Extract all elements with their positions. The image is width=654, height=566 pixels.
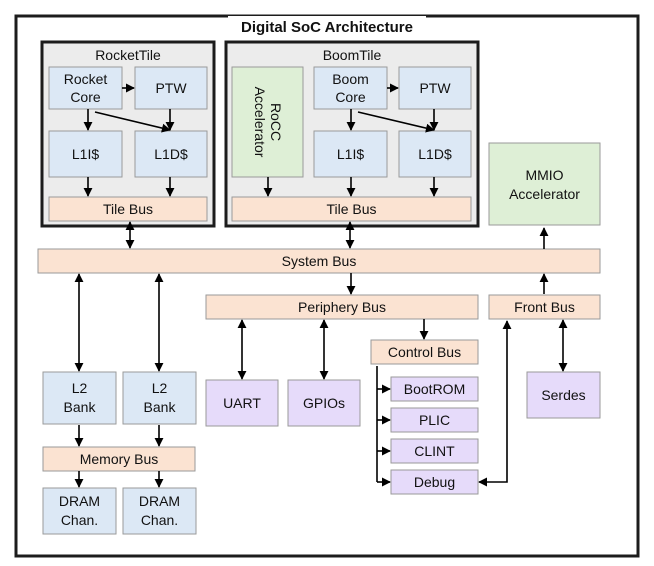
- l2-bank-1-label-line1: L2: [72, 380, 88, 396]
- plic-label: PLIC: [419, 412, 450, 428]
- mmio-label-line1: MMIO: [525, 167, 563, 183]
- control-bus-label: Control Bus: [388, 344, 461, 360]
- clint-label: CLINT: [414, 443, 455, 459]
- front-bus-label: Front Bus: [514, 299, 575, 315]
- rocket-ptw: [134, 66, 208, 110]
- plic: [390, 407, 479, 433]
- periphery-bus: [205, 294, 479, 320]
- mmio-label-line2: Accelerator: [509, 186, 580, 202]
- control-bus: [370, 339, 479, 365]
- gpios: [287, 379, 361, 427]
- periphery-bus-label: Periphery Bus: [298, 299, 386, 315]
- rocket-core-label-line2: Core: [70, 89, 101, 105]
- rocket-tile-label: RocketTile: [95, 47, 161, 63]
- memory-bus-label: Memory Bus: [80, 451, 159, 467]
- dram-2-label-line1: DRAM: [139, 493, 180, 509]
- boom-l1d-label: L1D$: [418, 146, 452, 162]
- serdes: [526, 371, 601, 419]
- arrow-rocket-core-to-l1d: [94, 111, 171, 133]
- boom-ptw: [398, 66, 472, 110]
- mmio-accelerator: [488, 142, 601, 226]
- debug-label: Debug: [414, 474, 455, 490]
- gpios-label: GPIOs: [303, 395, 345, 411]
- uart-label: UART: [223, 395, 261, 411]
- uart: [205, 379, 279, 427]
- debug: [390, 469, 479, 495]
- title-background: [228, 16, 426, 38]
- bootrom-label: BootROM: [404, 381, 465, 397]
- boom-tile-bus: [231, 196, 472, 222]
- rocc-label-line1: RoCC: [268, 103, 284, 141]
- front-bus: [488, 294, 601, 320]
- boom-tile-bus-label: Tile Bus: [326, 201, 376, 217]
- boom-core-label-line1: Boom: [332, 71, 369, 87]
- l2-bank-2-label-line1: L2: [152, 380, 168, 396]
- rocket-tile-bus-label: Tile Bus: [103, 201, 153, 217]
- rocc-label-line2: Accelerator: [252, 87, 268, 158]
- boom-core-label-line2: Core: [335, 89, 366, 105]
- dram-1-label-line1: DRAM: [59, 493, 100, 509]
- dram-1-label-line2: Chan.: [61, 512, 98, 528]
- rocket-l1d-cache: [134, 130, 208, 178]
- arrow-boom-core-to-l1d: [357, 111, 435, 133]
- serdes-label: Serdes: [541, 387, 585, 403]
- rocket-tile-bus: [48, 196, 208, 222]
- rocket-core-label-line1: Rocket: [64, 71, 108, 87]
- boom-l1d-cache: [398, 130, 472, 178]
- boom-ptw-label: PTW: [419, 80, 451, 96]
- bootrom: [390, 376, 479, 402]
- rocc-accelerator: [231, 66, 304, 178]
- system-bus: [37, 248, 601, 274]
- rocket-l1d-label: L1D$: [154, 146, 188, 162]
- dram-channel-1: [42, 487, 117, 535]
- boom-l1i-cache: [313, 130, 388, 178]
- l2-bank-2: [122, 371, 197, 425]
- l2-bank-2-label-line2: Bank: [144, 399, 177, 415]
- rocket-l1i-cache: [48, 130, 123, 178]
- arrow-debug-frontbus: [478, 320, 512, 487]
- rocket-l1i-label: L1I$: [72, 146, 99, 162]
- boom-l1i-label: L1I$: [337, 146, 364, 162]
- rocket-ptw-label: PTW: [155, 80, 187, 96]
- boom-tile-label: BoomTile: [323, 47, 382, 63]
- dram-channel-2: [122, 487, 197, 535]
- clint: [390, 438, 479, 464]
- dram-2-label-line2: Chan.: [141, 512, 178, 528]
- system-bus-label: System Bus: [282, 253, 357, 269]
- memory-bus: [42, 446, 196, 472]
- diagram-title: Digital SoC Architecture: [241, 19, 413, 36]
- l2-bank-1: [42, 371, 117, 425]
- l2-bank-1-label-line2: Bank: [64, 399, 97, 415]
- rocc-accelerator-text: RoCC Accelerator: [252, 87, 284, 158]
